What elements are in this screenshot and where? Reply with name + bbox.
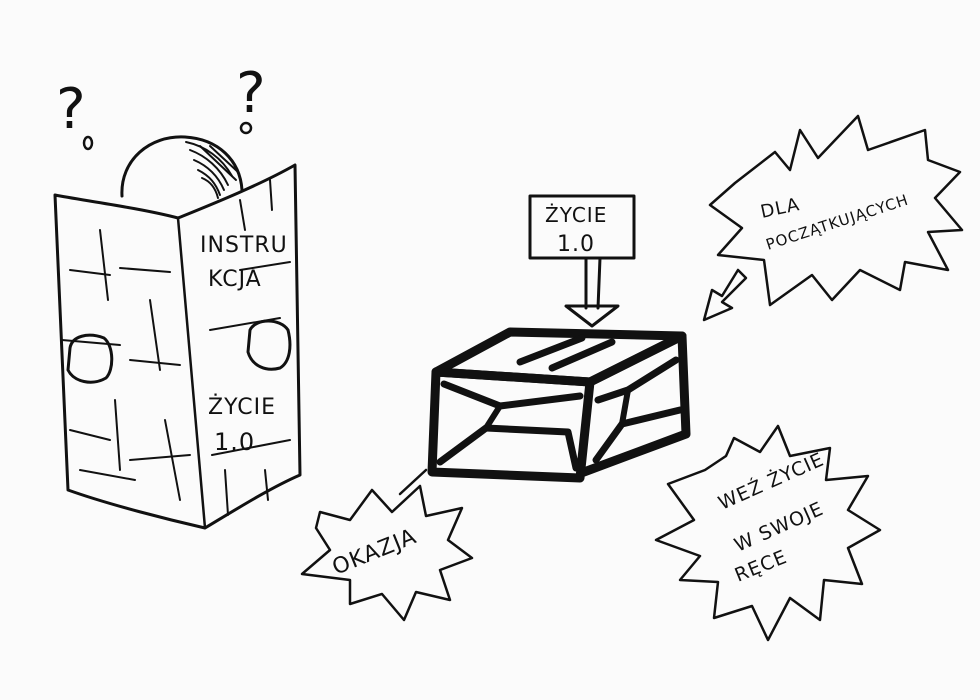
person-head [120, 135, 244, 198]
burst-offer: OKAZJA [300, 468, 474, 622]
product-label-version: 1.0 [557, 232, 595, 257]
question-dot-left [82, 135, 94, 151]
hair-scribble [185, 141, 239, 199]
hand-right [246, 319, 292, 371]
label-arrow [564, 256, 620, 328]
product-label-sign [528, 194, 636, 260]
newspaper-text-kcja: KCJA [208, 267, 262, 292]
burst-take-life: WEŹ ŻYCIE W SWOJE RĘCE [654, 424, 882, 642]
burst-beginners-line1: DLA [759, 194, 802, 223]
product-label-zycie: ŻYCIE [545, 203, 607, 227]
question-dot-right [239, 121, 253, 135]
newspaper-text-instru: INSTRU [200, 233, 288, 258]
newspaper-text-zycie: ŻYCIE [208, 394, 276, 420]
question-mark-right: ? [236, 61, 267, 126]
person-reading-instructions: ? ? INSTRU KCJ [53, 61, 302, 530]
hand-left [66, 333, 114, 384]
question-mark-left: ? [56, 77, 87, 142]
burst-offer-text: OKAZJA [329, 524, 421, 580]
newspaper: INSTRU KCJA ŻYCIE 1.0 [53, 163, 302, 530]
offer-pointer-line [398, 468, 428, 496]
arrow-to-box [702, 268, 748, 322]
newspaper-text-version: 1.0 [214, 428, 255, 456]
product-box: ŻYCIE 1.0 [427, 194, 691, 483]
burst-beginners: DLA POCZĄTKUJĄCYCH [702, 114, 964, 322]
